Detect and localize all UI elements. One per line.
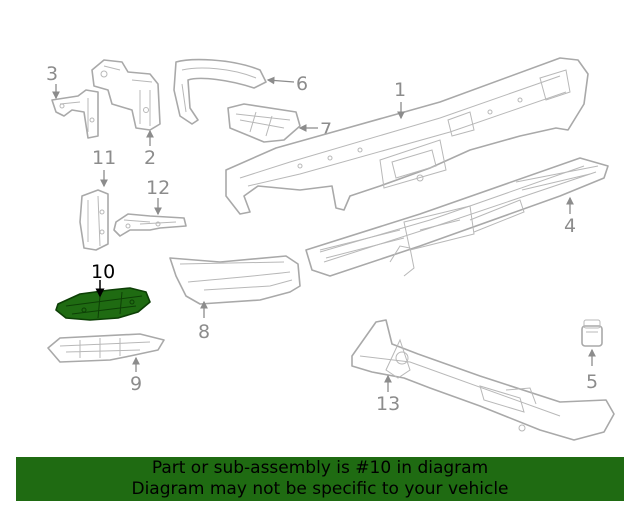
callout-3[interactable]: 3 xyxy=(46,63,58,85)
callout-12[interactable]: 12 xyxy=(146,177,170,199)
banner-line-2: Diagram may not be specific to your vehi… xyxy=(131,479,509,499)
callout-6[interactable]: 6 xyxy=(296,73,308,95)
callout-13[interactable]: 13 xyxy=(376,393,400,415)
part-8-corner[interactable] xyxy=(169,255,301,305)
part-13-hitch[interactable] xyxy=(351,319,615,441)
callout-9[interactable]: 9 xyxy=(130,373,142,395)
part-1-bumper-face-bar[interactable] xyxy=(225,57,589,215)
part-10-highlighted[interactable] xyxy=(55,287,151,321)
part-7-insert[interactable] xyxy=(227,103,301,143)
callout-1[interactable]: 1 xyxy=(394,79,406,101)
part-4-step-pad[interactable] xyxy=(305,157,609,277)
callout-8[interactable]: 8 xyxy=(198,321,210,343)
callout-11[interactable]: 11 xyxy=(92,147,116,169)
banner-line-1: Part or sub-assembly is #10 in diagram xyxy=(151,458,489,478)
part-12-bracket[interactable] xyxy=(113,213,187,237)
part-3-bracket[interactable] xyxy=(51,89,99,139)
callout-4[interactable]: 4 xyxy=(564,215,576,237)
callout-5[interactable]: 5 xyxy=(586,371,598,393)
callout-10[interactable]: 10 xyxy=(91,261,115,283)
part-9-step-pad[interactable] xyxy=(47,333,165,363)
callout-2[interactable]: 2 xyxy=(144,147,156,169)
part-5-plug[interactable] xyxy=(581,319,603,347)
part-2-bracket[interactable] xyxy=(91,59,161,131)
info-banner: Part or sub-assembly is #10 in diagram D… xyxy=(16,457,624,501)
part-6-end-cap[interactable] xyxy=(173,58,267,125)
part-11-bracket[interactable] xyxy=(79,189,109,251)
